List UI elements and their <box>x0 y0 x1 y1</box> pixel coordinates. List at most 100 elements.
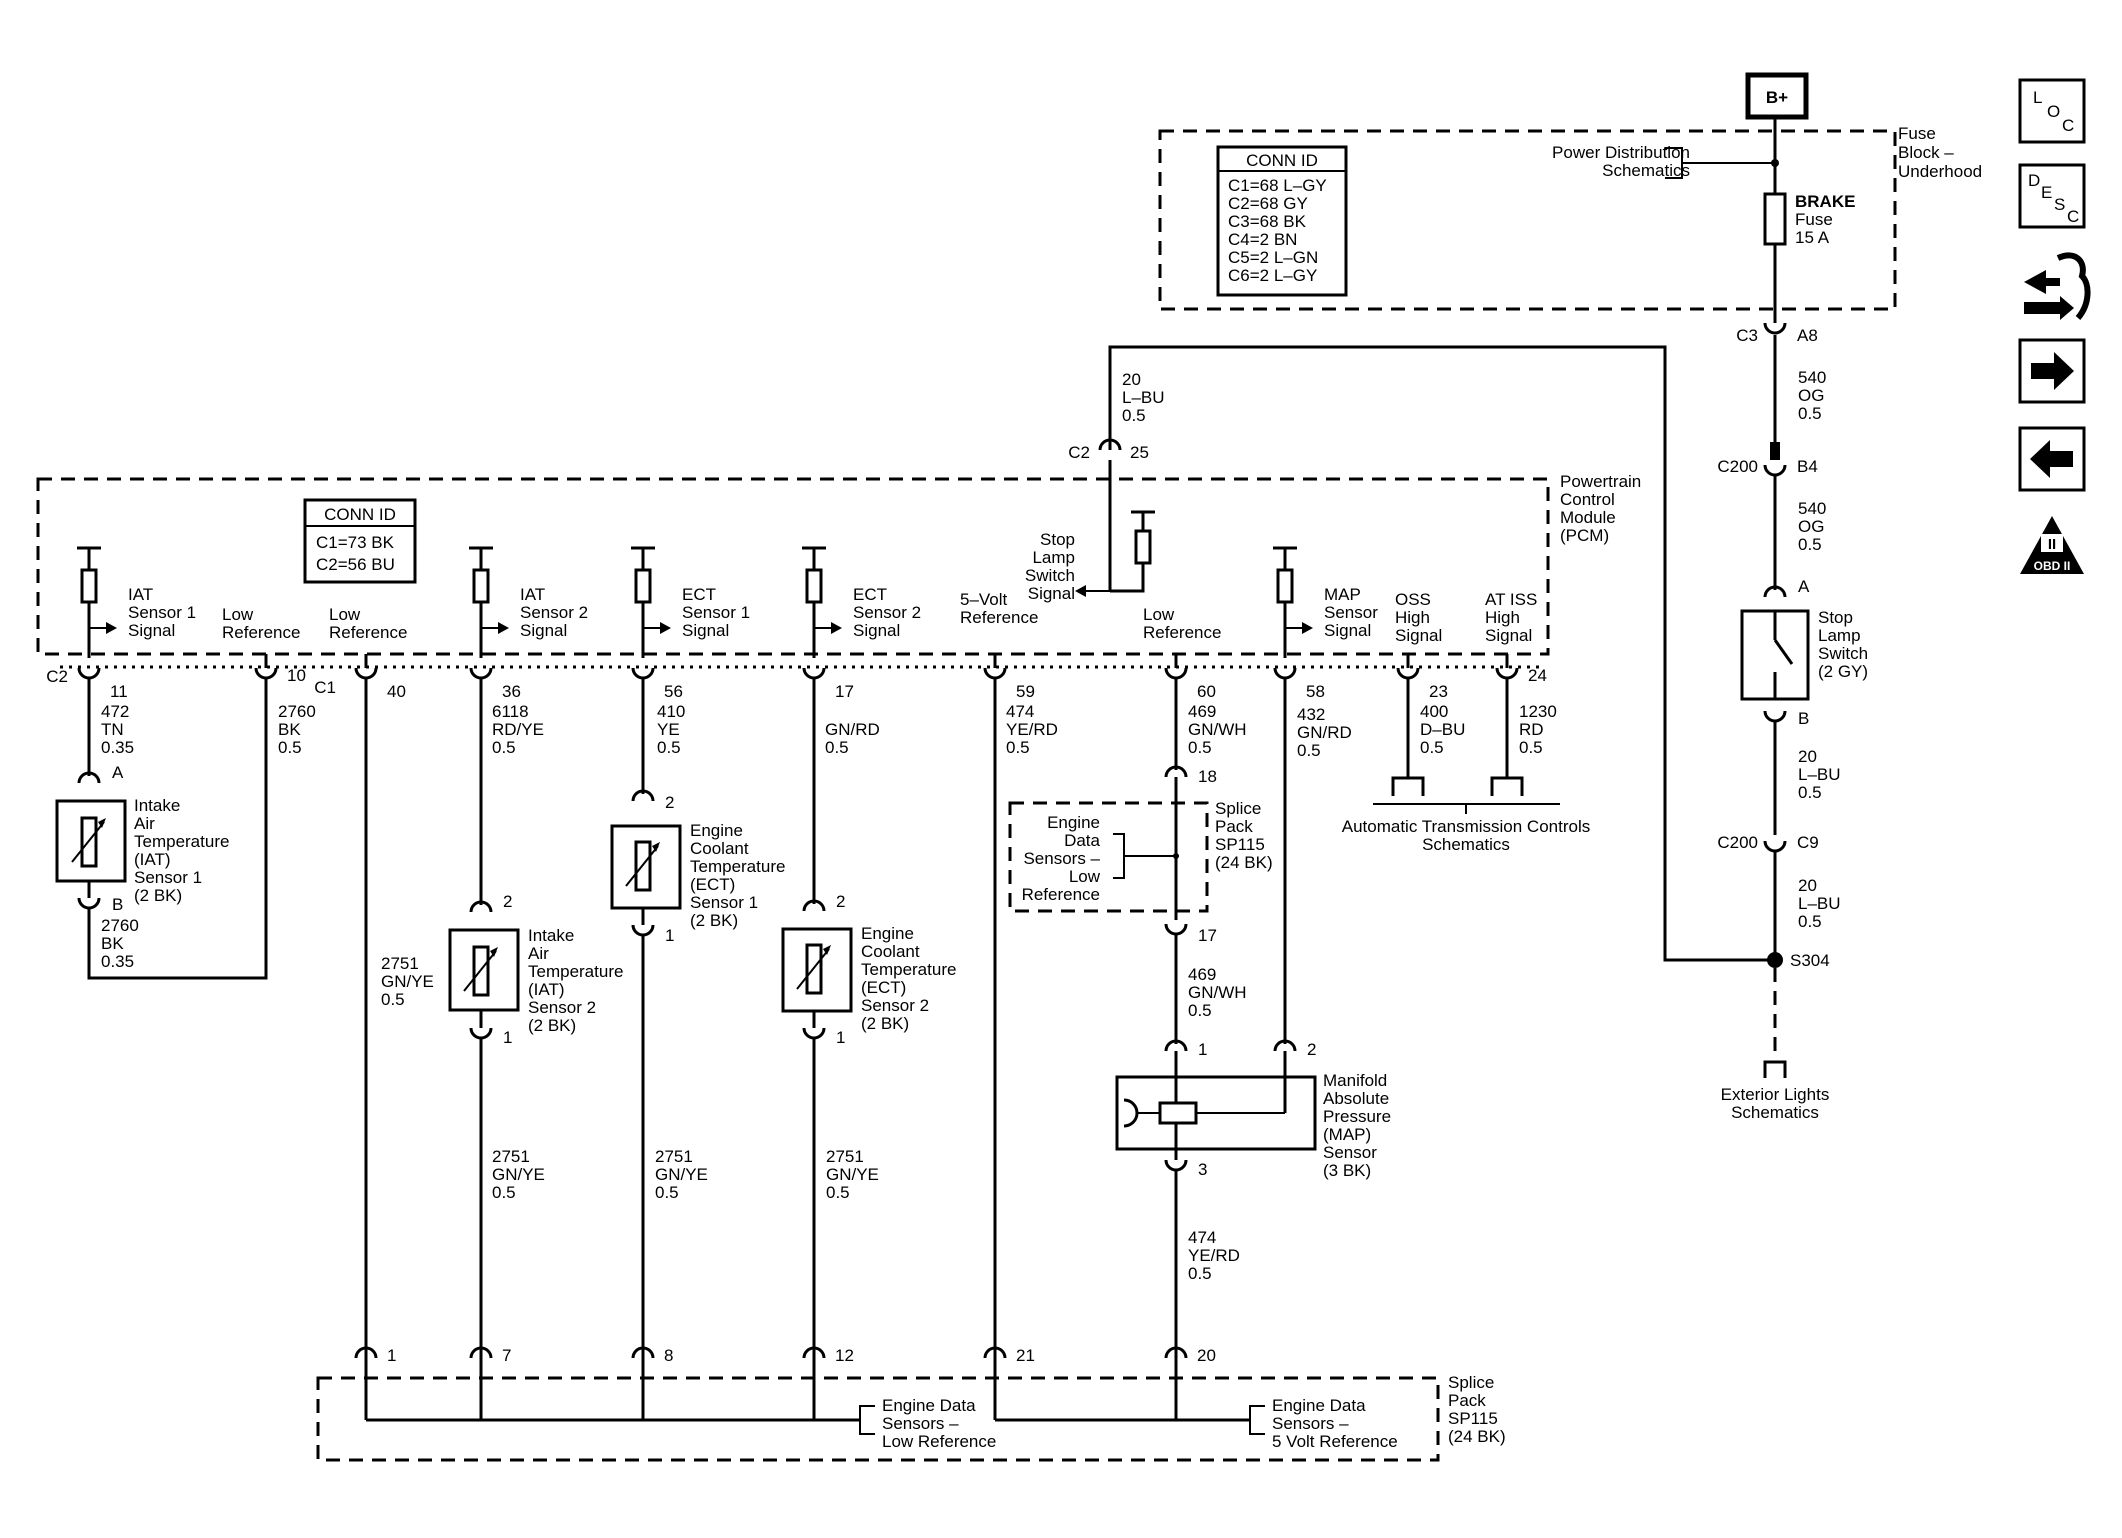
svg-text:17: 17 <box>835 682 854 701</box>
svg-text:A: A <box>1798 577 1810 596</box>
splice-pack-sp115-top <box>1008 801 1209 913</box>
svg-text:20L–BU0.5: 20L–BU0.5 <box>1798 747 1841 802</box>
svg-text:C9: C9 <box>1797 833 1819 852</box>
svg-text:C2: C2 <box>1068 443 1090 462</box>
svg-text:C200: C200 <box>1717 833 1758 852</box>
svg-text:2: 2 <box>503 892 512 911</box>
svg-text:3: 3 <box>1198 1160 1207 1179</box>
svg-text:1: 1 <box>1198 1040 1207 1059</box>
svg-text:18: 18 <box>1198 767 1217 786</box>
svg-text:B: B <box>112 895 123 914</box>
brake-fuse-icon <box>1763 192 1787 246</box>
svg-text:B4: B4 <box>1797 457 1818 476</box>
obd2-icon[interactable]: II OBD II <box>2020 516 2084 574</box>
battery-positive-box: B+ <box>1745 72 1809 120</box>
pcm-connector-row: C2 C1 11 10 40 36 56 17 59 60 58 23 24 <box>46 654 1547 701</box>
svg-text:D: D <box>2028 171 2040 190</box>
previous-page-arrow-icon[interactable] <box>2018 426 2086 492</box>
svg-text:2: 2 <box>836 892 845 911</box>
svg-text:II: II <box>2048 536 2056 553</box>
svg-text:56: 56 <box>664 682 683 701</box>
svg-text:11: 11 <box>110 682 128 701</box>
svg-text:C2: C2 <box>46 667 68 686</box>
svg-text:C: C <box>2067 207 2079 226</box>
svg-text:2: 2 <box>1307 1040 1316 1059</box>
svg-text:7: 7 <box>502 1346 511 1365</box>
svg-text:20L–BU0.5: 20L–BU0.5 <box>1798 876 1841 931</box>
svg-text:40: 40 <box>387 682 406 701</box>
next-page-arrow-icon[interactable] <box>2018 338 2086 404</box>
svg-text:1: 1 <box>503 1028 512 1047</box>
svg-text:B: B <box>1798 709 1809 728</box>
svg-text:C1: C1 <box>314 678 336 697</box>
svg-text:E: E <box>2041 183 2052 202</box>
svg-text:25: 25 <box>1130 443 1149 462</box>
svg-text:C3: C3 <box>1736 326 1758 345</box>
svg-text:2: 2 <box>665 793 674 812</box>
svg-text:S: S <box>2054 195 2065 214</box>
svg-text:1: 1 <box>665 926 674 945</box>
connector-end-view-icon[interactable] <box>2024 252 2091 320</box>
svg-text:36: 36 <box>502 682 521 701</box>
svg-text:A: A <box>112 763 124 782</box>
svg-text:12: 12 <box>835 1346 854 1365</box>
svg-text:23: 23 <box>1429 682 1448 701</box>
svg-text:60: 60 <box>1197 682 1216 701</box>
svg-text:24: 24 <box>1528 666 1547 685</box>
svg-text:Automatic Transmission Control: Automatic Transmission ControlsSchematic… <box>1342 817 1590 854</box>
svg-text:10: 10 <box>287 666 306 685</box>
svg-text:1: 1 <box>836 1028 845 1047</box>
svg-text:20L–BU0.5: 20L–BU0.5 <box>1122 370 1165 425</box>
svg-text:17: 17 <box>1198 926 1217 945</box>
svg-text:A8: A8 <box>1797 326 1818 345</box>
loc-icon[interactable]: L O C <box>2018 78 2086 144</box>
desc-icon[interactable]: D E S C <box>2018 163 2086 229</box>
svg-text:CONN ID: CONN ID <box>324 505 396 524</box>
svg-text:CONN ID: CONN ID <box>1246 151 1318 170</box>
